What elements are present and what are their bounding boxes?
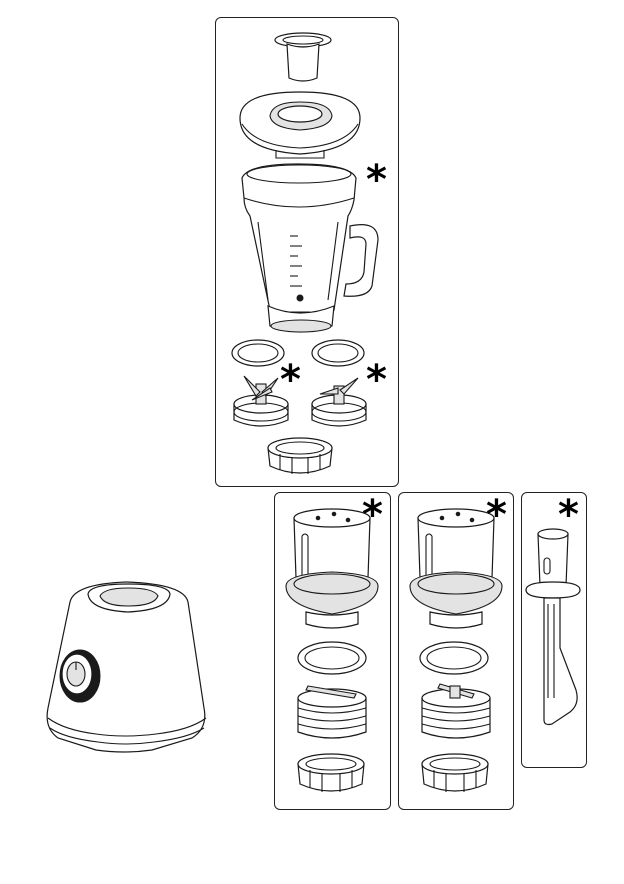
mill-locking-ring-illustration-1 <box>292 748 370 798</box>
optional-marker-blade-left: * <box>280 360 301 400</box>
sealing-ring-left <box>230 338 286 368</box>
blade-unit-right <box>308 370 370 432</box>
blender-jar-illustration <box>238 160 383 340</box>
optional-marker-tamper: * <box>558 495 579 535</box>
sealing-ring-right <box>310 338 366 368</box>
optional-marker-mill-1: * <box>362 495 383 535</box>
optional-marker-blade-right: * <box>366 360 387 400</box>
optional-marker-mill-2: * <box>486 495 507 535</box>
mill-locking-ring-illustration-2 <box>416 748 494 798</box>
jar-lid-illustration <box>236 88 366 160</box>
tamper-illustration <box>524 524 584 734</box>
optional-marker-jar: * <box>366 160 387 200</box>
mill-ring-illustration-2 <box>418 640 490 676</box>
motor-base-illustration <box>44 578 210 754</box>
mill-ring-illustration-1 <box>296 640 368 676</box>
measuring-cup-illustration <box>270 30 340 85</box>
mill-blade-unit-illustration-1 <box>294 676 370 744</box>
mill-blade-unit-illustration-2 <box>418 676 494 744</box>
locking-ring-illustration <box>262 432 338 480</box>
